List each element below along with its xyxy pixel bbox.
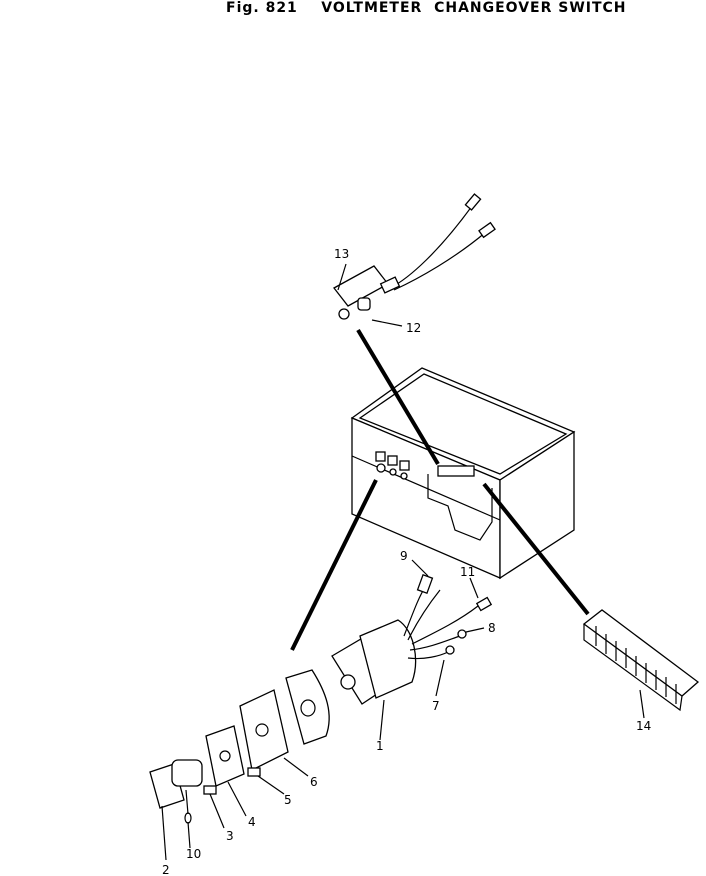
callout-3: 3: [226, 829, 234, 843]
callout-5: 5: [284, 793, 292, 807]
callout-4: 4: [248, 815, 256, 829]
callout-10: 10: [186, 847, 201, 861]
figure-title: Fig. 821 VOLTMETER CHANGEOVER SWITCH: [226, 0, 627, 16]
callout-13: 13: [334, 247, 349, 261]
callout-8: 8: [488, 621, 496, 635]
leader-lines: [161, 263, 645, 861]
cabinet: [350, 367, 576, 580]
switch-body: [290, 479, 493, 705]
callout-11: 11: [460, 565, 475, 579]
callout-6: 6: [310, 775, 318, 789]
callout-7: 7: [432, 699, 440, 713]
terminal-block: [482, 482, 700, 712]
small-parts: [149, 669, 330, 824]
callout-9: 9: [400, 549, 408, 563]
cable-assembly: [333, 193, 496, 466]
callout-14: 14: [636, 719, 651, 733]
callout-1: 1: [376, 739, 384, 753]
callout-labels: 1 2 3 4 5 6 7 8 9 10 11 12 13 14: [162, 247, 651, 876]
callout-12: 12: [406, 321, 421, 335]
callout-2: 2: [162, 863, 170, 876]
